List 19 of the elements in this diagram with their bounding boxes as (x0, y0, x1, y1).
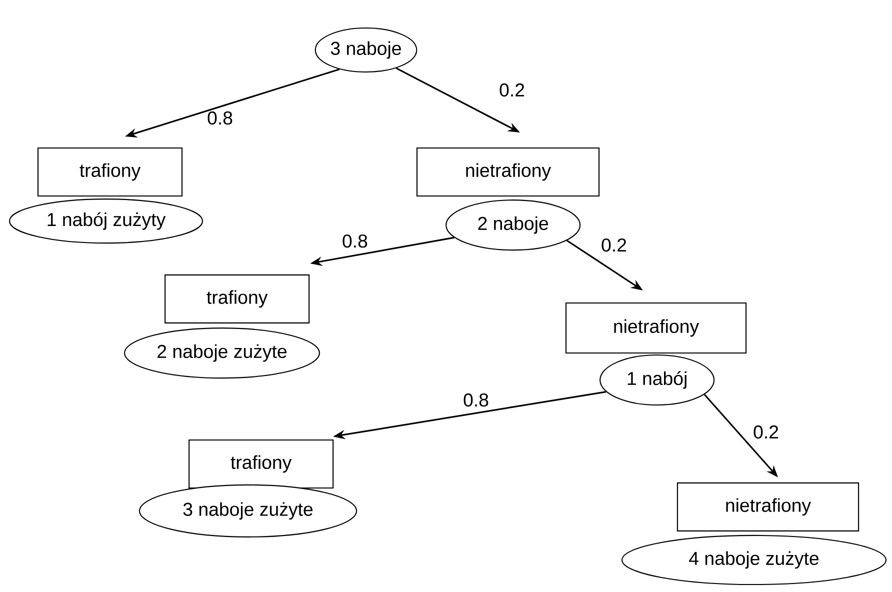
oval-node: 2 naboje zużyte (124, 328, 320, 379)
oval-node: 4 naboje zużyte (621, 534, 887, 586)
process-box: nietrafiony (416, 147, 600, 197)
edge-label: 0.2 (500, 83, 524, 97)
process-box: nietrafiony (565, 302, 747, 354)
oval-node: 1 nabój zużyty (8, 198, 204, 244)
edge-label: 0.8 (208, 111, 232, 125)
edge-label: 0.8 (464, 393, 488, 407)
oval-node: 3 naboje zużyte (138, 484, 358, 538)
edge-label: 0.2 (602, 238, 626, 252)
process-box: nietrafiony (676, 482, 860, 532)
process-box: trafiony (37, 147, 183, 197)
edge-label: 0.2 (754, 425, 778, 439)
oval-node: 1 nabój (600, 354, 715, 406)
oval-node: 3 naboje (314, 27, 418, 73)
oval-node: 2 naboje (446, 200, 581, 251)
edge-label: 0.8 (342, 234, 368, 248)
process-box: trafiony (164, 274, 310, 324)
process-box: trafiony (188, 439, 334, 489)
